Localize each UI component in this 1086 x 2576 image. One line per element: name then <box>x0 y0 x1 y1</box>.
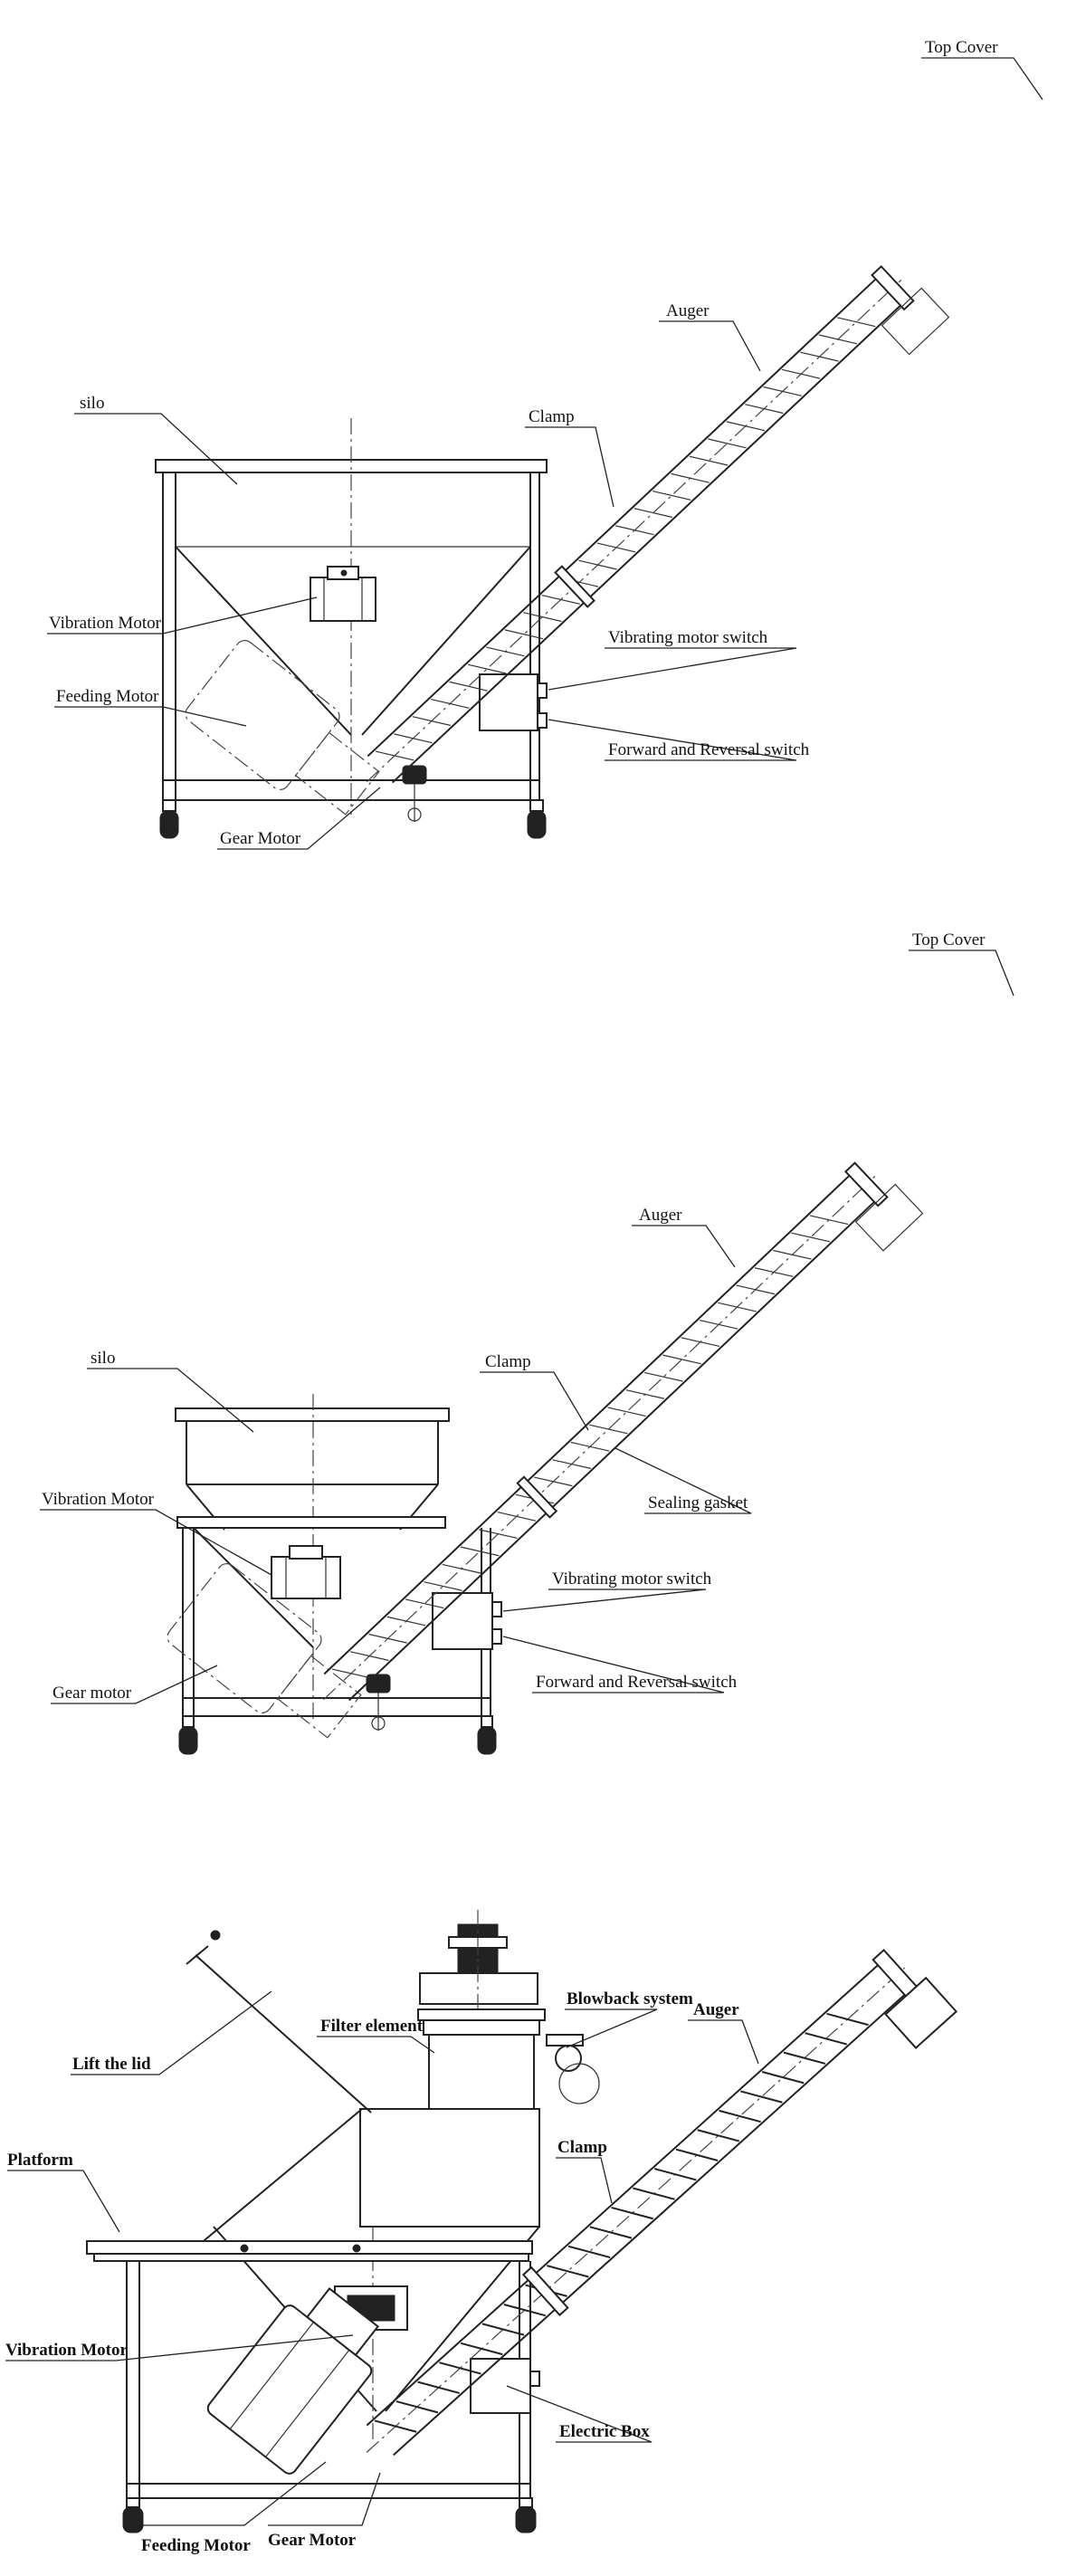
d3-leaders <box>5 1990 759 2526</box>
d3-label-filter-element: Filter element <box>320 2017 424 2036</box>
d1-label-gear-motor: Gear Motor <box>220 829 301 848</box>
d2-label-forward-reversal-switch: Forward and Reversal switch <box>536 1673 738 1692</box>
d1-auger-tube <box>367 264 950 784</box>
diagram-1: Top Cover Auger silo Clamp Vibration Mot… <box>47 38 1043 850</box>
d2-frame <box>176 1516 491 1717</box>
d2-label-silo: silo <box>90 1349 115 1368</box>
diagram-2: Top Cover Auger Clamp silo Sealing gaske… <box>40 930 1015 1755</box>
d3-label-vibration-motor: Vibration Motor <box>5 2341 128 2360</box>
d1-label-forward-reversal-switch: Forward and Reversal switch <box>608 740 810 759</box>
d3-feeding-motor <box>206 2287 379 2475</box>
d1-vibration-motor <box>310 566 376 622</box>
d3-top-motor <box>419 1910 538 2118</box>
d1-label-top-cover: Top Cover <box>925 38 998 57</box>
d3-label-clamp: Clamp <box>557 2138 607 2157</box>
d2-bottom-motor <box>366 1674 391 1731</box>
d3-label-gear-motor: Gear Motor <box>268 2531 357 2550</box>
d3-filter-housing <box>417 2008 546 2110</box>
d1-label-auger: Auger <box>666 301 710 320</box>
d2-label-clamp: Clamp <box>485 1352 531 1371</box>
d3-label-electric-box: Electric Box <box>559 2422 650 2441</box>
d3-auger-tube <box>366 1949 958 2457</box>
d2-label-vibrating-motor-switch: Vibrating motor switch <box>552 1569 712 1589</box>
d1-electric-box <box>479 673 548 731</box>
d2-electric-box <box>432 1592 502 1650</box>
d2-auger-tube <box>323 1161 924 1702</box>
d2-leaders <box>40 949 1015 1704</box>
d2-label-auger: Auger <box>639 1206 682 1225</box>
d2-label-vibration-motor: Vibration Motor <box>42 1490 155 1509</box>
d1-label-feeding-motor: Feeding Motor <box>56 687 159 706</box>
d1-casters <box>159 799 547 839</box>
d2-gear-motor-shape <box>167 1562 362 1739</box>
d3-electric-box <box>470 2358 540 2414</box>
d1-label-silo: silo <box>80 394 104 413</box>
d3-platform <box>86 2240 533 2262</box>
d1-feeding-motor <box>185 639 380 816</box>
d3-label-lift-the-lid: Lift the lid <box>72 2055 151 2074</box>
d1-label-vibration-motor: Vibration Motor <box>49 614 162 633</box>
d1-gear-motor <box>402 765 427 822</box>
d3-label-platform: Platform <box>7 2151 73 2170</box>
d2-casters <box>178 1715 497 1755</box>
d2-label-top-cover: Top Cover <box>912 930 986 949</box>
d2-vibration-motor <box>271 1545 341 1599</box>
d1-label-clamp: Clamp <box>529 407 575 426</box>
d2-label-sealing-gasket: Sealing gasket <box>648 1493 748 1512</box>
d3-label-blowback-system: Blowback system <box>567 1989 693 2008</box>
diagram-3: Blowback system Auger Filter element Lif… <box>5 1910 958 2555</box>
d3-lid <box>186 1930 372 2246</box>
d3-casters <box>122 2497 537 2533</box>
d2-label-gear-motor: Gear motor <box>52 1684 132 1703</box>
d1-leaders <box>47 57 1043 850</box>
d3-label-feeding-motor: Feeding Motor <box>141 2536 251 2555</box>
d1-label-vibrating-motor-switch: Vibrating motor switch <box>608 628 768 647</box>
d3-label-auger: Auger <box>693 2000 739 2019</box>
